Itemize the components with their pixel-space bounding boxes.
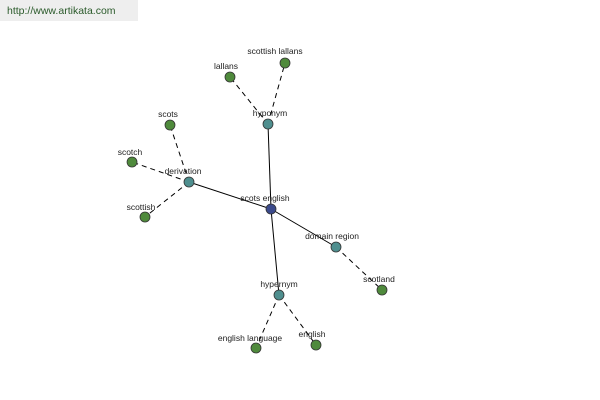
edge-scots-english-to-domain-region — [270, 208, 337, 248]
node-label-domain-region[interactable]: domain region — [305, 231, 359, 241]
node-label-english[interactable]: english — [299, 329, 326, 339]
node-label-hypernym[interactable]: hypernym — [260, 279, 297, 289]
node-label-scottish[interactable]: scottish — [127, 202, 156, 212]
edge-hyponym-to-scottish-lallans — [267, 62, 286, 125]
node-lallans[interactable] — [224, 71, 236, 83]
edge-derivation-to-scotch — [131, 161, 190, 183]
node-english[interactable] — [310, 339, 322, 351]
node-scottish-lallans[interactable] — [279, 57, 291, 69]
edge-domain-region-to-scotland — [335, 246, 383, 291]
node-label-scotland[interactable]: scotland — [363, 274, 395, 284]
edge-hypernym-to-english-language — [255, 294, 280, 349]
node-label-english-language[interactable]: english language — [218, 333, 283, 343]
edge-derivation-to-scots — [169, 124, 190, 183]
node-derivation[interactable] — [183, 176, 195, 188]
node-label-scotch[interactable]: scotch — [118, 147, 143, 157]
node-label-scots-english[interactable]: scots english — [240, 193, 289, 203]
node-label-scots[interactable]: scots — [158, 109, 178, 119]
edge-hypernym-to-english — [278, 294, 317, 346]
node-scottish[interactable] — [139, 211, 151, 223]
edge-scots-english-to-hyponym — [267, 123, 272, 210]
node-scots-english[interactable] — [265, 203, 277, 215]
labels-layer: scots english hyponym derivation domain reg… — [118, 46, 395, 343]
node-label-lallans[interactable]: lallans — [214, 61, 238, 71]
node-scotch[interactable] — [126, 156, 138, 168]
watermark-text[interactable]: http://www.artikata.com — [7, 5, 116, 17]
edge-scots-english-to-hypernym — [270, 208, 280, 296]
node-hypernym[interactable] — [273, 289, 285, 301]
node-label-hyponym[interactable]: hyponym — [253, 108, 288, 118]
node-english-language[interactable] — [250, 342, 262, 354]
nodes-layer — [126, 57, 388, 354]
edges-layer — [131, 62, 383, 349]
node-scots[interactable] — [164, 119, 176, 131]
node-label-scottish-lallans[interactable]: scottish lallans — [247, 46, 302, 56]
edge-derivation-to-scottish — [144, 181, 190, 218]
watermark-banner: http://www.artikata.com — [0, 0, 138, 21]
node-label-derivation[interactable]: derivation — [165, 166, 202, 176]
node-scotland[interactable] — [376, 284, 388, 296]
edge-scots-english-to-derivation — [188, 181, 272, 210]
node-hyponym[interactable] — [262, 118, 274, 130]
node-domain-region[interactable] — [330, 241, 342, 253]
edge-hyponym-to-lallans — [229, 76, 269, 125]
